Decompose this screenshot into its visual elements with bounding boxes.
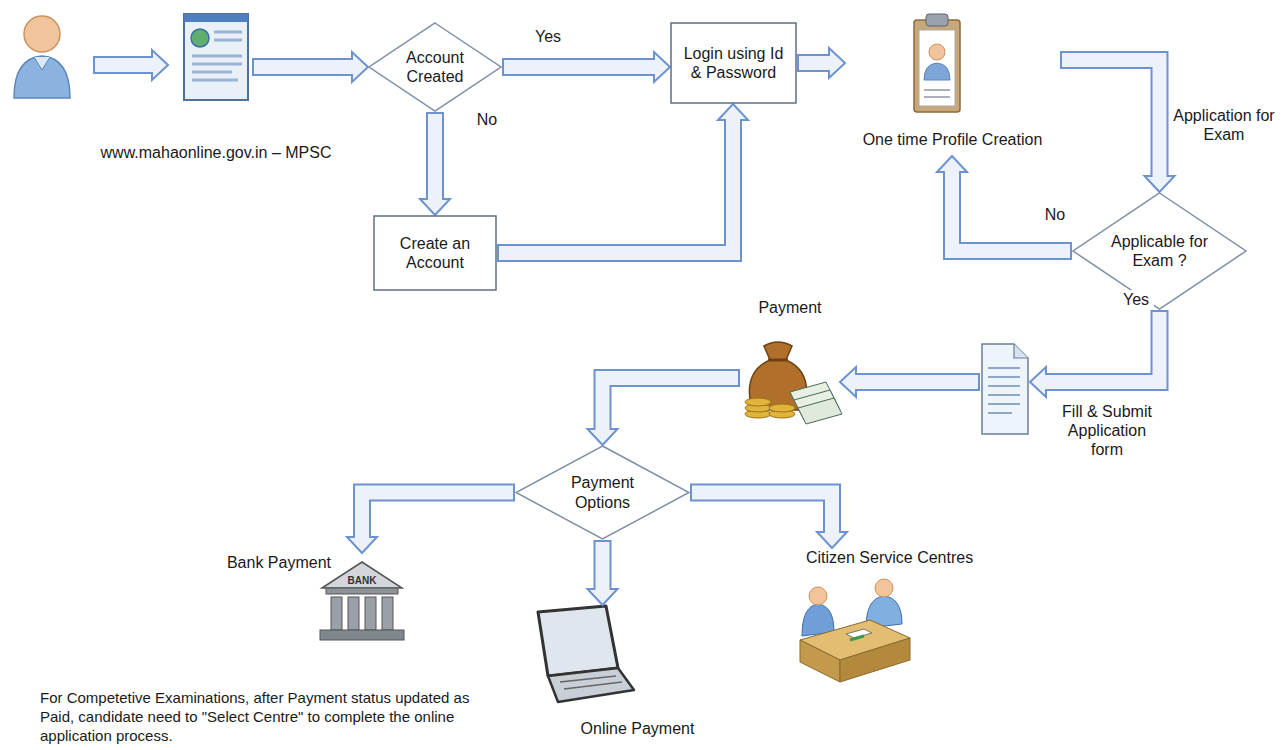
- arrow-shaft-fill: [428, 114, 442, 202]
- browser-node: www.mahaonline.gov.in – MPSC: [180, 8, 252, 103]
- block-arrow: [588, 540, 618, 605]
- bank-payment-node: Bank Payment: [205, 553, 405, 645]
- arrow-shaft-fill: [504, 60, 657, 74]
- node-label: Login using Id & Password: [678, 44, 789, 82]
- arrow-shaft-fill: [853, 375, 978, 389]
- edge-label: Application for Exam: [1172, 106, 1276, 144]
- browser-icon: [184, 14, 248, 100]
- block-arrow: [252, 52, 368, 82]
- document-icon: [982, 344, 1028, 434]
- shape-outline: [369, 23, 501, 111]
- edge-label: No: [1040, 205, 1070, 224]
- arrow-shaft-fill: [596, 542, 610, 592]
- arrow-shaft-fill: [499, 117, 733, 253]
- node-label: Payment Options: [550, 473, 655, 511]
- block-arrow: [840, 367, 980, 397]
- decision-diamond: Applicable for Exam ?: [1072, 192, 1247, 310]
- block-arrow: [420, 112, 450, 215]
- box-outline: [670, 22, 797, 104]
- block-arrow: [502, 52, 670, 82]
- arrow-shaft-outline: [952, 172, 1072, 251]
- shape-outline: [516, 446, 689, 539]
- decision-diamond: Payment Options: [515, 445, 690, 540]
- bank-icon: [320, 562, 404, 640]
- diamond-outline: [515, 445, 690, 540]
- arrow-shaft-fill: [692, 493, 832, 536]
- profile-icon: [914, 14, 960, 112]
- service-centre-node: Citizen Service Centres: [798, 548, 1038, 680]
- arrow-shaft-outline: [1046, 310, 1160, 382]
- node-label: Applicable for Exam ?: [1107, 232, 1212, 270]
- edge-label: Yes: [1118, 290, 1154, 309]
- profile-node: One time Profile Creation: [845, 8, 1060, 156]
- node-label: Create an Account: [381, 234, 489, 272]
- block-arrow: [588, 378, 741, 445]
- block-arrow: [93, 50, 168, 80]
- block-arrow: [497, 104, 748, 253]
- arrow-shaft-fill: [799, 56, 832, 70]
- block-arrow: [1030, 310, 1160, 397]
- application-form-node: Fill & Submit Application form: [980, 340, 1030, 435]
- block-arrow: [1060, 60, 1175, 192]
- person-icon: [14, 16, 70, 98]
- shape-outline: [671, 23, 796, 103]
- laptop-icon: [538, 606, 634, 702]
- arrow-shaft-outline: [603, 378, 741, 429]
- arrow-shaft-fill: [1043, 312, 1160, 382]
- arrow-shaft-fill: [603, 378, 739, 432]
- arrow-shaft-fill: [952, 169, 1070, 251]
- block-arrow: [690, 493, 847, 549]
- sign-text: BANK: [338, 575, 386, 587]
- arrow-shaft-fill: [362, 493, 513, 541]
- diamond-outline: [368, 22, 502, 112]
- arrow-shaft-outline: [497, 120, 733, 253]
- shape-outline: [374, 216, 496, 290]
- online-payment-node: Online Payment: [525, 605, 710, 742]
- diamond-outline: [1072, 192, 1247, 310]
- block-arrow: [347, 493, 515, 554]
- note-text: For Competetive Examinations, after Paym…: [40, 688, 485, 745]
- edge-label: Yes: [528, 27, 568, 46]
- decision-diamond: Account Created: [368, 22, 502, 112]
- money-icon: [745, 342, 842, 424]
- box-outline: [373, 215, 497, 291]
- block-arrow: [937, 156, 1072, 251]
- process-box: Create an Account: [373, 215, 497, 291]
- arrow-shaft-fill: [254, 60, 355, 74]
- service-centre-icon: [800, 579, 910, 682]
- block-arrow: [797, 48, 845, 78]
- arrow-shaft-fill: [1062, 60, 1160, 179]
- process-box: Login using Id & Password: [670, 22, 797, 104]
- edge-label: No: [472, 110, 502, 129]
- payment-node: Payment: [740, 298, 840, 420]
- shape-outline: [1073, 193, 1246, 309]
- arrow-shaft-outline: [1060, 60, 1160, 176]
- node-label: Account Created: [395, 48, 475, 86]
